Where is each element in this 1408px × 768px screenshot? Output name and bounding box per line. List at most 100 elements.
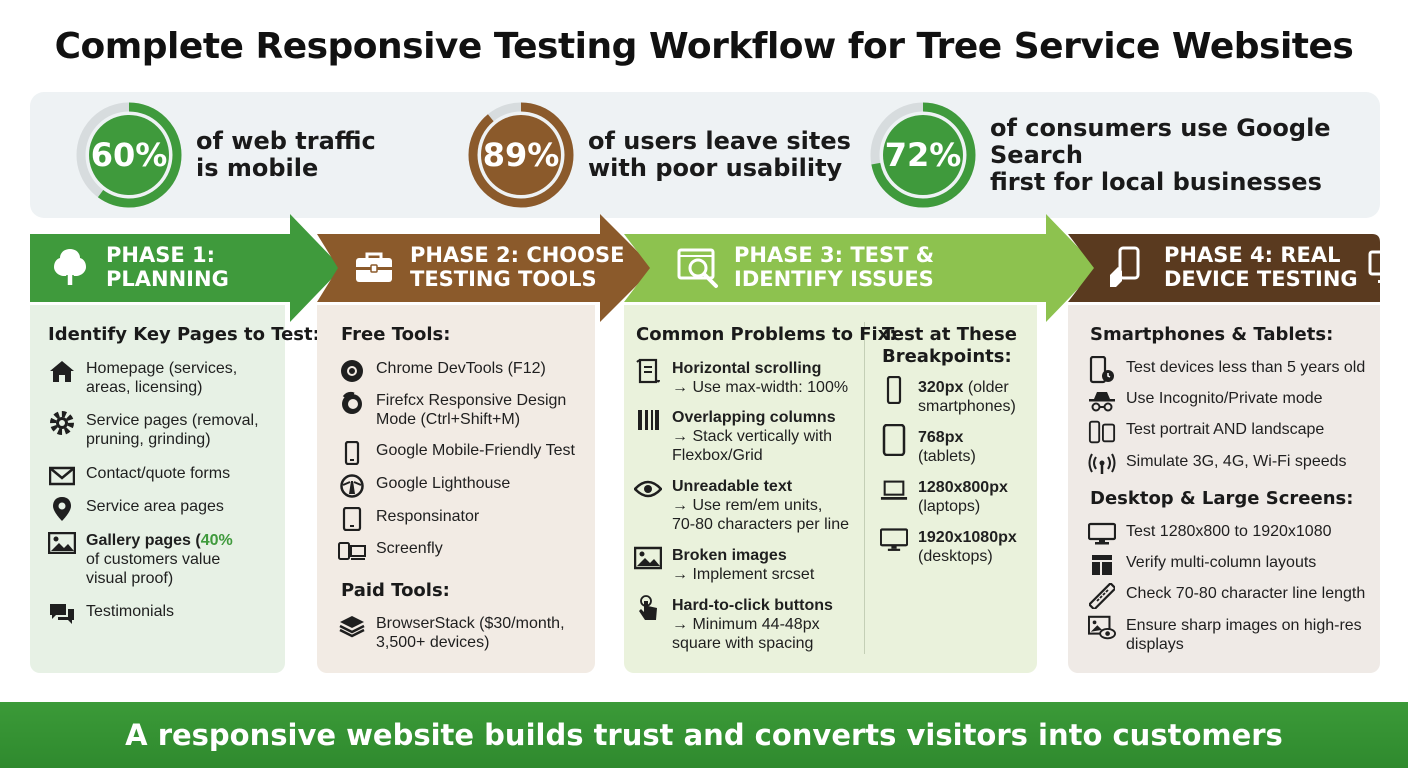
phase-arrows xyxy=(30,214,1380,322)
column-divider xyxy=(864,322,865,654)
phone-icon xyxy=(880,376,908,404)
list-item: Use Incognito/Private mode xyxy=(1088,389,1323,413)
gear-icon xyxy=(48,411,76,435)
image-eye-icon xyxy=(1088,615,1116,640)
list-item: Check 70-80 character line length xyxy=(1088,583,1365,609)
chrome-icon xyxy=(338,359,366,383)
phase-1-arrow xyxy=(30,214,342,322)
lighthouse-icon xyxy=(338,474,366,498)
stat-ring: 89% xyxy=(468,102,574,208)
page-title: Complete Responsive Testing Workflow for… xyxy=(54,26,1354,67)
footer-text: A responsive website builds trust and co… xyxy=(125,718,1283,752)
problem-item: Horizontal scrolling→ Use max-width: 100… xyxy=(634,358,848,397)
list-item: Responsinator xyxy=(338,507,479,531)
tablet-icon xyxy=(880,424,908,456)
layers-icon xyxy=(338,614,366,638)
list-item: Screenfly xyxy=(338,539,443,563)
stat-value: 89% xyxy=(482,136,560,174)
stat-value: 72% xyxy=(884,136,962,174)
layout-icon xyxy=(1088,553,1116,577)
list-item: Service pages (removal,pruning, grinding… xyxy=(48,411,259,449)
list-item: BrowserStack ($30/month,3,500+ devices) xyxy=(338,614,565,652)
devices-icon xyxy=(338,539,366,563)
monitor-icon xyxy=(880,528,908,552)
laptop-icon xyxy=(880,478,908,502)
breakpoint-item: 1280x800px(laptops) xyxy=(880,478,1008,516)
phase-4-arrow xyxy=(1068,234,1380,302)
signal-icon xyxy=(1088,452,1116,476)
phase-4-panel xyxy=(1068,305,1380,673)
eye-icon xyxy=(634,477,662,501)
phase-3-label: PHASE 3: TEST &IDENTIFY ISSUES xyxy=(676,238,934,296)
breakpoint-item: 1920x1080px(desktops) xyxy=(880,528,1017,566)
stat-ring: 72% xyxy=(870,102,976,208)
tree-icon xyxy=(54,249,86,285)
list-item: Test portrait AND landscape xyxy=(1088,420,1324,444)
monitor-icon xyxy=(1368,250,1408,283)
stat-ring: 60% xyxy=(76,102,182,208)
p1-heading: Identify Key Pages to Test: xyxy=(48,324,320,345)
list-item: Chrome DevTools (F12) xyxy=(338,359,546,383)
phase-2-arrow xyxy=(317,214,654,322)
problem-item: Unreadable text→ Use rem/em units,70-80 … xyxy=(634,477,849,534)
list-item: Test 1280x800 to 1920x1080 xyxy=(1088,522,1332,546)
p2-free-heading: Free Tools: xyxy=(341,324,451,345)
home-icon xyxy=(48,359,76,383)
image-icon xyxy=(48,531,76,555)
firefox-icon xyxy=(338,391,366,415)
phone-clock-icon xyxy=(1088,356,1116,384)
envelope-icon xyxy=(48,464,76,488)
phase-3-arrow xyxy=(624,214,1098,322)
chat-icon xyxy=(48,602,76,626)
p3-problems-heading: Common Problems to Fix: xyxy=(636,324,897,345)
problem-item: Broken images→ Implement srcset xyxy=(634,546,814,584)
tap-icon xyxy=(634,595,662,620)
list-item: Test devices less than 5 years old xyxy=(1088,356,1365,384)
p4-mobile-heading: Smartphones & Tablets: xyxy=(1090,324,1334,345)
broken-image-icon xyxy=(634,546,662,570)
phone-icon xyxy=(338,441,366,465)
toolbox-icon xyxy=(356,252,392,282)
p2-paid-heading: Paid Tools: xyxy=(341,580,450,601)
scroll-icon xyxy=(634,358,662,384)
ruler-icon xyxy=(1088,583,1116,609)
columns-icon xyxy=(634,408,662,432)
magnify-screen-icon xyxy=(677,248,718,288)
list-item: Testimonials xyxy=(48,602,174,626)
phase-1-label: PHASE 1:PLANNING xyxy=(48,238,229,296)
phone-hand-icon xyxy=(1110,246,1140,287)
list-item: Service area pages xyxy=(48,497,224,521)
problem-item: Overlapping columns→ Stack vertically wi… xyxy=(634,408,836,465)
map-pin-icon xyxy=(48,497,76,521)
incognito-icon xyxy=(1088,389,1116,413)
orientation-icon xyxy=(1088,420,1116,444)
list-item: Google Mobile-Friendly Test xyxy=(338,441,575,465)
stat-value: 60% xyxy=(90,136,168,174)
footer-banner: A responsive website builds trust and co… xyxy=(0,702,1408,768)
list-item: Simulate 3G, 4G, Wi-Fi speeds xyxy=(1088,452,1347,476)
p4-desktop-heading: Desktop & Large Screens: xyxy=(1090,488,1354,509)
list-item: Verify multi-column layouts xyxy=(1088,553,1316,577)
breakpoint-item: 768px(tablets) xyxy=(880,424,976,466)
monitor-icon xyxy=(1088,522,1116,546)
phase-3-panel xyxy=(624,305,1037,673)
list-item: Contact/quote forms xyxy=(48,464,230,488)
list-item: Homepage (services,areas, licensing) xyxy=(48,359,237,397)
list-item: Google Lighthouse xyxy=(338,474,510,498)
tablet-icon xyxy=(338,507,366,531)
